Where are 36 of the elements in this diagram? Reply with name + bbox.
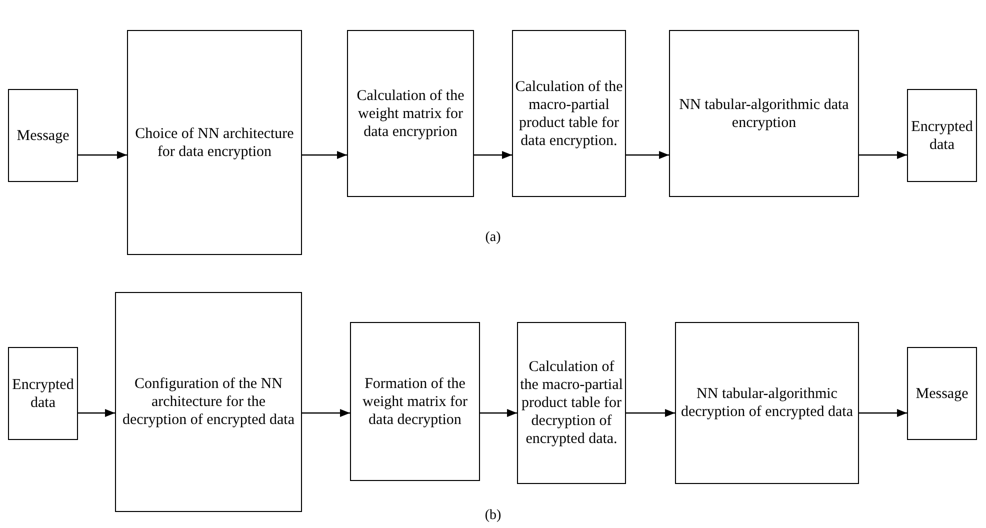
arrow xyxy=(302,151,347,159)
arrow xyxy=(78,409,115,417)
process-box xyxy=(350,322,480,481)
arrow xyxy=(626,151,669,159)
box-text: Encrypted data xyxy=(910,118,974,154)
box-text: Configuration of the NN architecture for the decryption of encrypted data xyxy=(121,375,296,429)
process-box xyxy=(115,292,302,512)
panel-label: (a) xyxy=(485,230,501,246)
box-text: Calculation of the macro-partial product table for data encryption. xyxy=(515,78,623,150)
arrow xyxy=(78,151,127,159)
box-text: NN tabular-algorithmic data encryption xyxy=(678,96,850,132)
box-text: Encrypted data xyxy=(11,376,75,412)
box-text: Calculation of the macro-partial product table for decryption of encrypted data. xyxy=(520,358,623,448)
arrow xyxy=(859,151,907,159)
box-text: Message xyxy=(16,126,70,144)
process-box xyxy=(669,30,859,197)
arrow xyxy=(474,151,512,159)
panel-label: (b) xyxy=(484,508,502,524)
process-box xyxy=(517,322,626,484)
arrow xyxy=(302,409,350,417)
box-text: NN tabular-algorithmic decryption of encrypted data xyxy=(680,385,854,421)
process-box xyxy=(512,30,626,197)
box-text: Calculation of the weight matrix for data encryprion xyxy=(356,86,466,140)
process-box xyxy=(8,347,78,440)
process-box xyxy=(907,89,977,182)
box-text: Message xyxy=(916,384,968,402)
process-box xyxy=(347,30,474,197)
process-box xyxy=(127,30,302,255)
box-text: Choice of NN architecture for data encryption xyxy=(134,124,295,160)
process-box xyxy=(8,89,78,182)
box-text: Formation of the weight matrix for data decryption xyxy=(362,374,468,428)
process-box xyxy=(675,322,859,484)
arrow xyxy=(480,409,517,417)
process-box xyxy=(907,347,977,440)
arrow xyxy=(626,409,675,417)
arrow xyxy=(859,409,907,417)
